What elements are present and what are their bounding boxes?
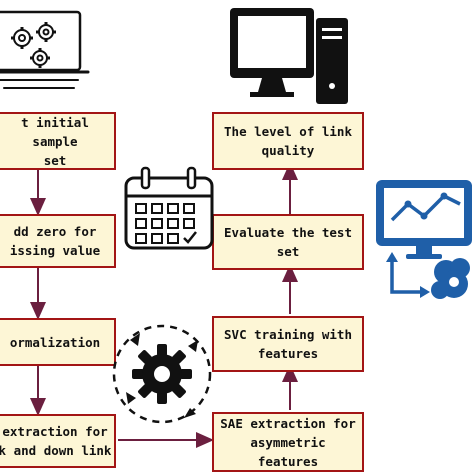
step-label: The level of link quality bbox=[224, 124, 352, 158]
step-initial-sample-set: t initial sample set bbox=[0, 112, 116, 170]
step-add-zero: dd zero for issing value bbox=[0, 214, 116, 268]
step-normalization: ormalization bbox=[0, 318, 116, 366]
step-label: SVC training with features bbox=[224, 327, 352, 361]
step-link-quality: The level of link quality bbox=[212, 112, 364, 170]
step-svc-training: SVC training with features bbox=[212, 316, 364, 372]
step-evaluate-test-set: Evaluate the test set bbox=[212, 214, 364, 270]
step-label: extraction for k and down link bbox=[0, 424, 112, 458]
step-label: dd zero for issing value bbox=[9, 224, 101, 258]
step-label: t initial sample set bbox=[21, 114, 89, 168]
step-label: SAE extraction for asymmetric features bbox=[220, 415, 356, 469]
step-sae-extraction: SAE extraction for asymmetric features bbox=[212, 412, 364, 472]
step-extraction-up-down-link: extraction for k and down link bbox=[0, 414, 116, 468]
step-label: ormalization bbox=[9, 334, 101, 350]
step-label: Evaluate the test set bbox=[224, 225, 352, 259]
